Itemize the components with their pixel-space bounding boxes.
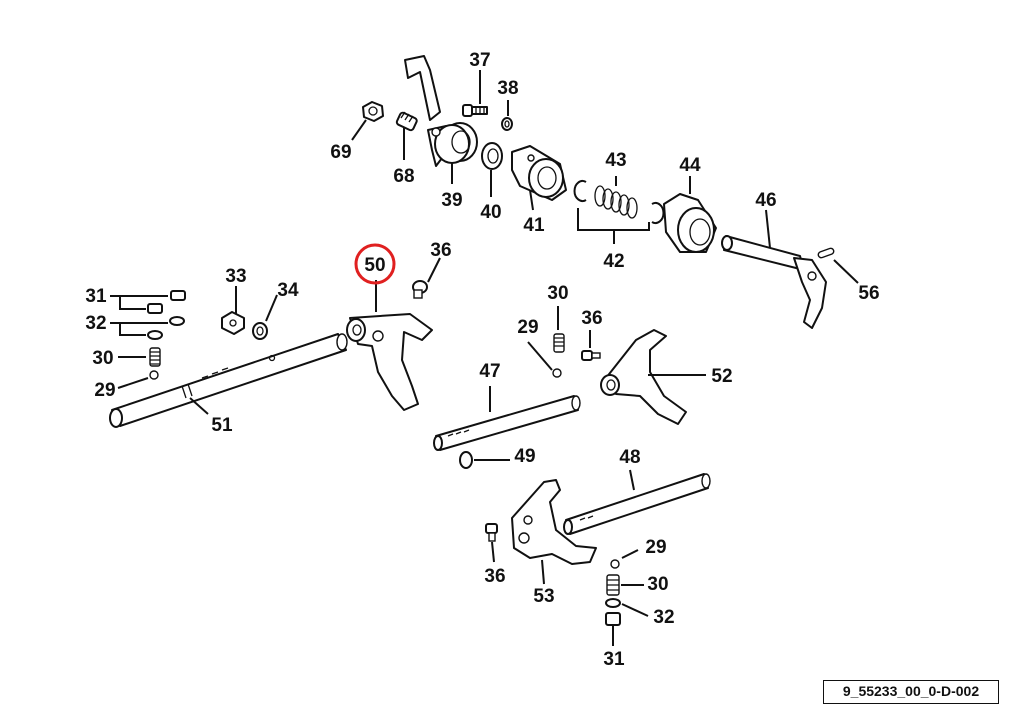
label-44[interactable]: 44 bbox=[679, 155, 701, 176]
label-50[interactable]: 50 bbox=[364, 255, 385, 276]
part-31-plug-left[interactable] bbox=[147, 290, 186, 314]
label-36-lower[interactable]: 36 bbox=[484, 566, 505, 587]
label-46[interactable]: 46 bbox=[755, 190, 776, 211]
label-30-left[interactable]: 30 bbox=[92, 348, 113, 369]
label-48[interactable]: 48 bbox=[619, 447, 640, 468]
label-53[interactable]: 53 bbox=[533, 586, 554, 607]
part-29-ball-middle[interactable] bbox=[552, 368, 562, 378]
label-40[interactable]: 40 bbox=[480, 202, 501, 223]
part-68-stud[interactable] bbox=[395, 111, 418, 132]
part-42-circlips[interactable] bbox=[573, 180, 665, 224]
part-30-spring-middle[interactable] bbox=[553, 333, 565, 353]
part-50-shift-fork[interactable] bbox=[346, 313, 433, 411]
part-43-spring[interactable] bbox=[594, 185, 638, 219]
part-47-shift-rail[interactable] bbox=[433, 395, 581, 451]
part-30-spring-left[interactable] bbox=[149, 347, 161, 367]
label-51[interactable]: 51 bbox=[211, 415, 233, 436]
label-32-left[interactable]: 32 bbox=[85, 313, 106, 334]
label-39[interactable]: 39 bbox=[441, 190, 462, 211]
label-49[interactable]: 49 bbox=[514, 446, 535, 467]
label-47[interactable]: 47 bbox=[479, 361, 500, 382]
part-44-flange[interactable] bbox=[663, 193, 717, 253]
label-68[interactable]: 68 bbox=[393, 166, 414, 187]
leader-lines bbox=[110, 70, 859, 646]
part-49-pin[interactable] bbox=[459, 451, 473, 469]
label-30-middle[interactable]: 30 bbox=[547, 283, 568, 304]
part-29-ball-left[interactable] bbox=[149, 370, 159, 380]
label-29-left[interactable]: 29 bbox=[94, 380, 115, 401]
label-37[interactable]: 37 bbox=[469, 50, 490, 71]
part-41-bushing-housing[interactable] bbox=[511, 145, 567, 201]
part-48-shift-rail[interactable] bbox=[563, 473, 711, 535]
part-38-washer[interactable] bbox=[501, 117, 513, 131]
part-51-shift-rail[interactable] bbox=[109, 333, 348, 428]
part-53-shift-fork[interactable] bbox=[511, 479, 597, 565]
part-40-ring[interactable] bbox=[481, 142, 503, 170]
part-34-washer[interactable] bbox=[252, 322, 268, 340]
label-41[interactable]: 41 bbox=[523, 215, 545, 236]
label-29-lower[interactable]: 29 bbox=[645, 537, 666, 558]
label-56[interactable]: 56 bbox=[858, 283, 879, 304]
part-36-screw-middle[interactable] bbox=[581, 350, 601, 361]
label-33[interactable]: 33 bbox=[225, 266, 246, 287]
part-36-screw-upper[interactable] bbox=[412, 280, 428, 299]
highlight-circle bbox=[354, 243, 396, 285]
label-52[interactable]: 52 bbox=[711, 366, 732, 387]
part-46-selector-shaft[interactable] bbox=[721, 235, 827, 329]
part-33-plug[interactable] bbox=[221, 311, 245, 335]
diagram-reference-code: 9_55233_00_0-D-002 bbox=[823, 680, 999, 704]
part-31-plug-lower[interactable] bbox=[605, 612, 621, 626]
label-34[interactable]: 34 bbox=[277, 280, 299, 301]
label-38[interactable]: 38 bbox=[497, 78, 518, 99]
label-69[interactable]: 69 bbox=[330, 142, 351, 163]
part-labels: 37 38 69 68 39 40 41 43 42 44 46 56 50 3… bbox=[85, 50, 879, 670]
label-31-left[interactable]: 31 bbox=[85, 286, 107, 307]
part-56-pin[interactable] bbox=[817, 247, 835, 259]
label-32-lower[interactable]: 32 bbox=[653, 607, 674, 628]
part-29-ball-lower[interactable] bbox=[610, 559, 620, 569]
label-36-upper[interactable]: 36 bbox=[430, 240, 451, 261]
part-32-seal-lower[interactable] bbox=[605, 598, 621, 608]
part-69-nut[interactable] bbox=[362, 101, 384, 122]
part-37-screw[interactable] bbox=[462, 104, 488, 117]
part-30-spring-lower[interactable] bbox=[606, 574, 620, 596]
label-31-lower[interactable]: 31 bbox=[603, 649, 625, 670]
label-30-lower[interactable]: 30 bbox=[647, 574, 668, 595]
label-43[interactable]: 43 bbox=[605, 150, 626, 171]
part-32-seal-left[interactable] bbox=[147, 316, 185, 340]
label-36-middle[interactable]: 36 bbox=[581, 308, 602, 329]
part-52-shift-fork[interactable] bbox=[600, 329, 687, 425]
part-36-screw-lower[interactable] bbox=[485, 523, 498, 542]
label-42[interactable]: 42 bbox=[603, 251, 624, 272]
label-29-middle[interactable]: 29 bbox=[517, 317, 538, 338]
